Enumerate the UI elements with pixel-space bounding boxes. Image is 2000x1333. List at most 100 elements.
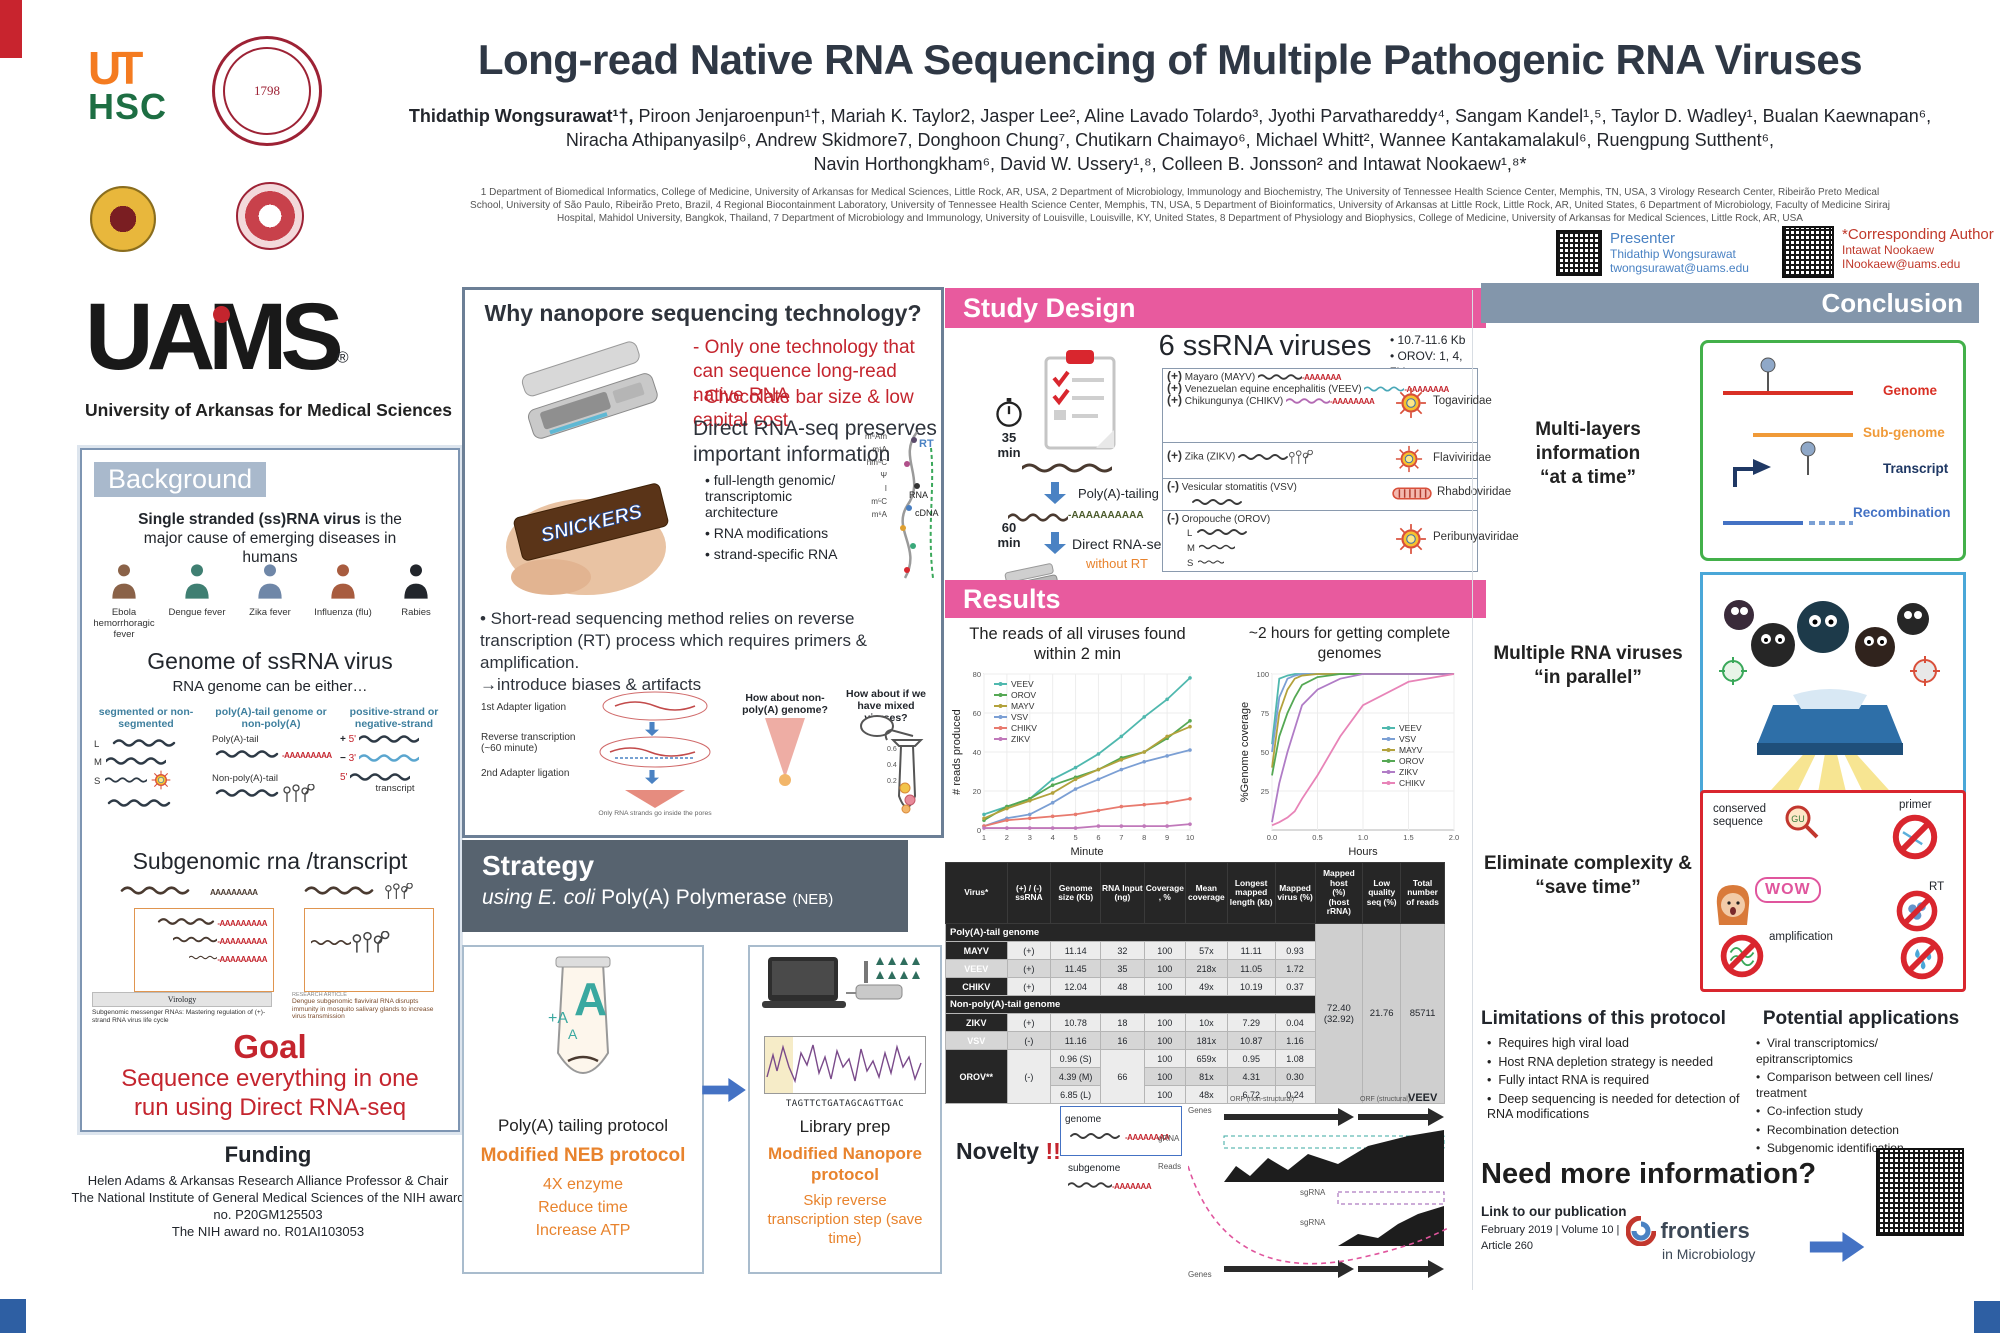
family-name-rhabdoviridae: Rhabdoviridae: [1437, 486, 1512, 498]
legend-item: ZIKV: [1399, 767, 1418, 777]
presenter-qr-code[interactable]: [1556, 230, 1602, 276]
authors-line-2: Niracha Athipanyasilp⁶, Andrew Skidmore7…: [565, 130, 1775, 150]
sub-tail-2: -AAAAAAAAA: [217, 937, 267, 946]
application-item: • Co-infection study: [1756, 1104, 1863, 1118]
table-cell: 100: [1143, 941, 1186, 960]
laser-cone-icon: [765, 718, 805, 786]
sub-tail-3: -AAAAAAAAA: [217, 955, 267, 964]
why-bullet-text: RNA modifications: [713, 525, 829, 541]
tube-mark-label: 0.4: [887, 762, 897, 769]
novelty-genes-bottom-label: Genes: [1188, 1270, 1212, 1279]
legend-item: VEEV: [1011, 679, 1034, 689]
table-cell: 4.31: [1226, 1067, 1276, 1086]
affiliation-line-2: School, University of São Paulo, Ribeirã…: [470, 200, 1890, 211]
table-cell: OROV**: [945, 1049, 1008, 1104]
pore-note: Only RNA strands go inside the pores: [598, 810, 712, 817]
wow-bubble: WOW: [1755, 877, 1821, 903]
publication-link-label[interactable]: Link to our publication: [1481, 1204, 1627, 1219]
plus-strand-label: +: [340, 734, 346, 745]
rna-label: RNA: [909, 490, 929, 500]
right-protocol-points: Skip reverse transcription step (save ti…: [767, 1192, 923, 1247]
louisville-seal-year: 1798: [223, 47, 311, 135]
tail-mayv: -AAAAAAA: [1301, 373, 1342, 382]
subgenomic-row: AAAAAAAAA: [100, 882, 258, 900]
svg-text:Hours: Hours: [1348, 846, 1378, 858]
minus-strand-label: −: [340, 753, 346, 764]
library-prep-protocol-box: TAGTTCTGATAGCAGTTGAC Library prep Modifi…: [748, 945, 942, 1274]
table-cell: 57x: [1184, 941, 1228, 960]
svg-text:0.0: 0.0: [1267, 833, 1277, 842]
conclusion-row1-line1: Multi-layers information: [1535, 419, 1641, 464]
person-icon: [396, 562, 436, 602]
table-cell: 11.16: [1050, 1031, 1102, 1050]
family-box-flaviviridae: (+) Zika (ZIKV) Flaviviridae: [1162, 442, 1491, 482]
novelty-genome-tail: -AAAAAAAA: [1125, 1133, 1170, 1142]
transcript-label: transcript: [375, 783, 415, 794]
table-header-cell: Mapped virus (%): [1274, 862, 1316, 924]
layer-subgenome-label: Sub-genome: [1863, 425, 1945, 440]
chocolate-bar-image: SNICKERS: [506, 483, 669, 595]
virus-name-chikv: Chikungunya (CHIKV): [1184, 396, 1284, 407]
publication-qr-code[interactable]: [1876, 1148, 1964, 1236]
table-cell: VSV: [945, 1031, 1008, 1050]
table-cell: 100: [1143, 959, 1186, 978]
table-cell: 1.08: [1274, 1049, 1316, 1068]
novelty-subgenome-tail: -AAAAAAA: [1112, 1182, 1152, 1191]
louisville-seal: 1798: [212, 36, 322, 146]
application-item: • Comparison between cell lines/ treatme…: [1756, 1070, 1933, 1100]
table-cell: 181x: [1184, 1031, 1228, 1050]
segment-s-label: S: [94, 776, 101, 788]
table-cell: 0.37: [1274, 977, 1316, 996]
limitation-text: Fully intact RNA is required: [1498, 1073, 1650, 1087]
presenter-email[interactable]: twongsurawat@uams.edu: [1610, 261, 1749, 275]
svg-text:10: 10: [1186, 833, 1194, 842]
table-cell: 218x: [1184, 959, 1228, 978]
table-cell: 4.39 (M): [1050, 1067, 1102, 1086]
tube-mark-label: 0.6: [887, 746, 897, 753]
right-protocol-highlight: Modified Nanopore protocol: [768, 1144, 922, 1184]
frontiers-brand-sub: in Microbiology: [1662, 1246, 1756, 1262]
authors-line-1-rest: Piroon Jenjaroenpun¹†, Mariah K. Taylor2…: [633, 106, 1932, 126]
table-cell: 100: [1143, 977, 1186, 996]
no-dntp-icon: [1899, 935, 1945, 981]
table-cell: (-): [1006, 1031, 1052, 1050]
table-cell: 100: [1143, 1013, 1186, 1032]
background-intro-rest: is the major cause of emerging diseases …: [143, 511, 402, 566]
svg-text:25: 25: [1261, 787, 1269, 796]
corresponding-qr-code[interactable]: [1782, 226, 1834, 278]
application-item: • Viral transcriptomics/ epitranscriptom…: [1756, 1036, 1879, 1066]
multilayers-diagram: [1723, 357, 1853, 525]
limitation-item: • Deep sequencing is needed for detectio…: [1487, 1091, 1740, 1122]
svg-text:1.5: 1.5: [1403, 833, 1413, 842]
corresponding-email[interactable]: INookaew@uams.edu: [1842, 257, 1961, 271]
polya-enzyme-illustration: +A A A: [548, 956, 611, 1074]
chart2-title: ~2 hours for getting complete genomes: [1248, 625, 1451, 662]
svg-text:GU: GU: [1791, 814, 1805, 824]
legend-item: OROV: [1399, 756, 1424, 766]
peribunyaviridae-virus-icon: [1395, 523, 1427, 555]
limitations-title: Limitations of this protocol: [1481, 1008, 1726, 1029]
legend-item: CHIKV: [1011, 723, 1037, 733]
svg-text:+A: +A: [548, 1010, 568, 1027]
segmented-diagram: L M S: [94, 734, 200, 812]
svg-text:60: 60: [973, 709, 981, 718]
corner-mark-top-left: [0, 0, 22, 58]
svg-text:4: 4: [1051, 833, 1055, 842]
hsc-logo-text: HSC: [88, 86, 168, 127]
rna-squiggle: [1022, 462, 1112, 474]
table-cell: (+): [1006, 959, 1052, 978]
corner-mark-bottom-left: [0, 1299, 26, 1333]
rna-mod-label: m¹A: [872, 445, 887, 454]
table-cell: 16: [1100, 1031, 1145, 1050]
novelty-label: Novelty !!: [956, 1138, 1061, 1165]
goal-line-2: run using Direct RNA-seq: [133, 1094, 407, 1121]
family-name-flaviviridae: Flaviviridae: [1433, 452, 1492, 464]
table-header-cell: Genome size (Kb): [1050, 862, 1102, 924]
conclusion-row1-line2: “at a time”: [1539, 467, 1637, 488]
table-cell: 100: [1143, 1049, 1186, 1068]
disease-figure: Influenza (flu): [309, 562, 377, 640]
strand-mayv: (+): [1167, 369, 1182, 383]
